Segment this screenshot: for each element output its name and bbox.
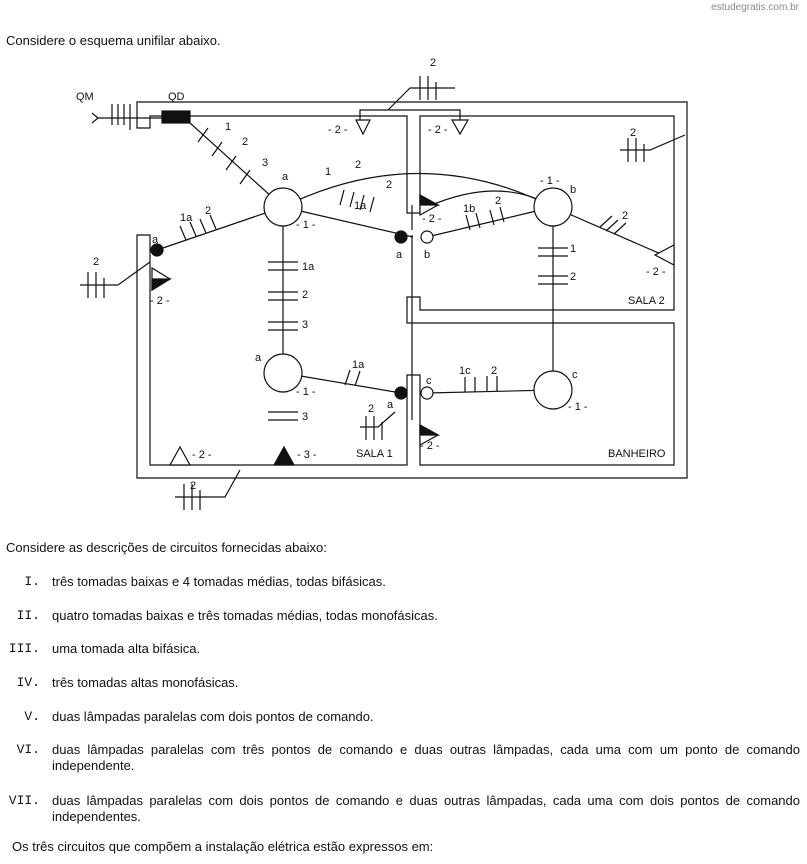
conductor-label: 3 — [302, 411, 308, 423]
list-item: III. uma tomada alta bifásica. — [0, 641, 807, 656]
circuit-label: - 1 - — [296, 386, 316, 398]
item-text: quatro tomadas baixas e três tomadas méd… — [52, 608, 438, 623]
conductor-label: 1 — [570, 243, 576, 255]
lamp-a-sala1 — [263, 353, 303, 393]
list-item: VII. duas lâmpadas paralelas com dois pon… — [0, 793, 807, 824]
conductor-label: 2 — [430, 57, 436, 69]
switch-label: a — [387, 399, 394, 411]
switch-label: a — [152, 234, 159, 246]
list-item: VI. duas lâmpadas paralelas com três pont… — [0, 742, 807, 773]
item-number: VI. — [16, 742, 40, 757]
conductor-label: 2 — [495, 195, 501, 207]
watermark: estudegratis.com.br — [711, 2, 799, 13]
conductor-label: 2 — [622, 210, 628, 222]
item-number: III. — [8, 641, 40, 656]
lamp-label: b — [570, 184, 576, 196]
switch-a-sala1 — [394, 386, 408, 400]
item-text: três tomadas baixas e 4 tomadas médias, … — [52, 574, 386, 589]
item-text: três tomadas altas monofásicas. — [52, 675, 239, 690]
conductor-label: 1b — [463, 203, 475, 215]
conductor-label: 1a — [352, 359, 365, 371]
item-number: V. — [24, 709, 40, 724]
descriptions-intro: Considere as descrições de circuitos for… — [6, 540, 327, 555]
switch-a-mid — [394, 230, 408, 244]
conductor-label: 1a — [180, 212, 193, 224]
outlet-bottom-left — [168, 445, 192, 466]
room-banheiro: BANHEIRO — [608, 448, 666, 460]
item-number: II. — [16, 608, 40, 623]
question-intro: Considere o esquema unifilar abaixo. — [6, 33, 221, 48]
outlet-top-left — [355, 119, 371, 136]
circuit-label: - 2 - — [422, 213, 442, 225]
circuit-label: - 2 - — [428, 124, 448, 136]
circuit-label: - 2 - — [420, 440, 440, 452]
conductor-label: 2 — [302, 289, 308, 301]
conductor-label: 2 — [93, 256, 99, 268]
question-final: Os três circuitos que compõem a instalaç… — [12, 839, 434, 854]
conductor-label: 1 — [225, 121, 231, 133]
room-sala2: SALA 2 — [628, 295, 665, 307]
item-text: uma tomada alta bifásica. — [52, 641, 201, 656]
conductor-label: 3 — [262, 157, 268, 169]
switch-label: b — [424, 249, 430, 261]
lamp-label: a — [255, 352, 262, 364]
conductor-label: 2 — [570, 271, 576, 283]
conductor-label: 1 — [325, 166, 331, 178]
list-item: V. duas lâmpadas paralelas com dois ponto… — [0, 709, 807, 724]
conductor-label: 2 — [630, 127, 636, 139]
single-line-diagram: QM QD - 2 - - 2 - - 2 - - 2 - - 2 - - 2 … — [76, 57, 688, 510]
circuit-label: - 3 - — [297, 449, 317, 461]
conductor-label: 3 — [302, 319, 308, 331]
item-text: duas lâmpadas paralelas com dois pontos … — [52, 709, 374, 724]
circuit-label: - 1 - — [296, 219, 316, 231]
conductor-label: 1a — [302, 261, 315, 273]
lamp-label: c — [572, 369, 578, 381]
circuit-label: - 2 - — [192, 449, 212, 461]
switch-label: a — [396, 249, 403, 261]
item-text: duas lâmpadas paralelas com dois pontos … — [52, 793, 800, 824]
circuit-label: - 2 - — [328, 124, 348, 136]
circuit-label: - 1 - — [568, 401, 588, 413]
conductor-label: 1a — [354, 200, 367, 212]
conductor-label: 2 — [368, 403, 374, 415]
conductor-label: 2 — [205, 205, 211, 217]
list-item: I. três tomadas baixas e 4 tomadas médias… — [0, 574, 807, 589]
label-qm: QM — [76, 91, 94, 103]
item-number: VII. — [8, 793, 40, 808]
lamp-a-1 — [263, 187, 303, 227]
switch-b-mid — [420, 230, 434, 244]
item-text: duas lâmpadas paralelas com três pontos … — [52, 742, 800, 773]
conductor-label: 1c — [459, 365, 471, 377]
outer-wall — [136, 101, 688, 479]
list-item: IV. três tomadas altas monofásicas. — [0, 675, 807, 690]
lamp-b-1 — [533, 187, 573, 227]
circuit-label: - 1 - — [540, 175, 560, 187]
outlet-right — [653, 244, 675, 266]
list-item: II. quatro tomadas baixas e três tomadas … — [0, 608, 807, 623]
conductor-label: 2 — [190, 480, 196, 492]
conductor-label: 2 — [491, 365, 497, 377]
outlet-bottom-mid — [272, 445, 296, 466]
circuit-label: - 2 - — [646, 266, 666, 278]
outlet-top-right — [450, 119, 470, 136]
switch-label: c — [426, 375, 432, 387]
item-number: IV. — [16, 675, 40, 690]
conductor-label: 2 — [386, 179, 392, 191]
label-qd: QD — [168, 91, 185, 103]
qd-panel — [161, 110, 191, 124]
lamp-label: a — [282, 171, 289, 183]
conductor-label: 2 — [355, 159, 361, 171]
conductor-label: 2 — [242, 136, 248, 148]
lamp-c-banheiro — [533, 370, 573, 410]
circuit-label: - 2 - — [150, 295, 170, 307]
switch-c-sala1 — [420, 386, 434, 400]
room-sala1: SALA 1 — [356, 448, 393, 460]
item-number: I. — [24, 574, 40, 589]
switch-a-left — [150, 243, 164, 257]
